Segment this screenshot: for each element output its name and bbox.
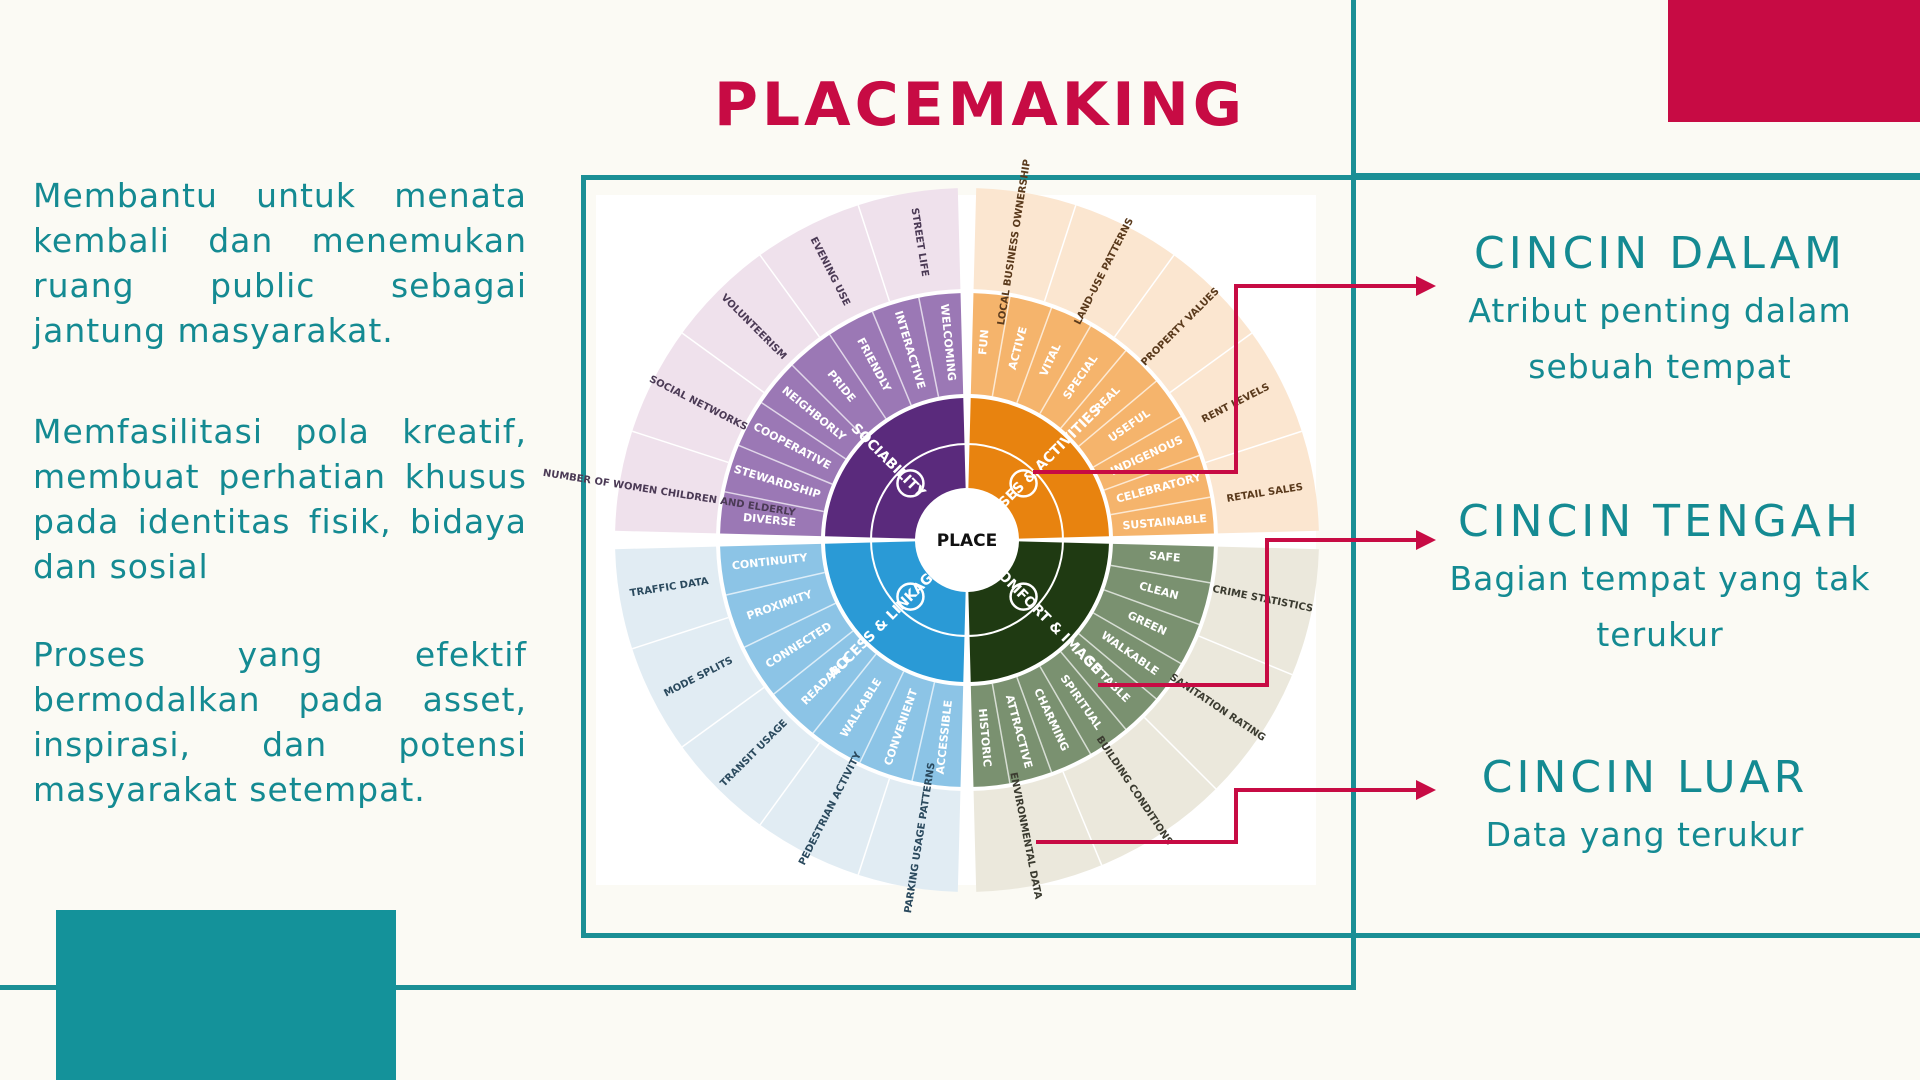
middle-ring-divider: [1078, 633, 1157, 700]
outer-ring-divider: [1113, 254, 1175, 338]
middle-ring-divider: [1110, 496, 1211, 516]
outer-ring-access-linkages: [615, 546, 961, 892]
outer-ring-divider: [681, 686, 765, 748]
middle-ring-divider: [812, 653, 877, 734]
connector-inner: [1033, 284, 1420, 474]
middle-ring-divider: [829, 334, 887, 420]
outer-ring-divider: [1043, 204, 1077, 302]
arrowhead-middle: [1416, 530, 1436, 550]
people-walking-icon: [1009, 469, 1038, 498]
accent-block-red: [1668, 0, 1920, 122]
middle-ring-divider: [911, 682, 936, 781]
middle-ring-divider: [1016, 676, 1053, 773]
connector-middle: [1098, 538, 1420, 687]
inner-ring-uses-activities: [968, 398, 1109, 539]
middle-attr-fun: FUN: [976, 329, 991, 356]
bus-icon: [896, 582, 925, 611]
outer-ring-divider: [1062, 771, 1103, 866]
outer-ring-divider: [857, 204, 891, 302]
ring-inner-heading: CINCIN DALAM: [1473, 228, 1846, 279]
ring-inner-description: Atribut penting dalam sebuah tempat: [1468, 291, 1852, 386]
arrowhead-inner: [1416, 276, 1436, 296]
outer-ring-sociability: [615, 188, 961, 534]
outer-ring-divider: [631, 430, 729, 464]
middle-attr-safe: SAFE: [1149, 549, 1181, 565]
middle-ring-divider: [1060, 651, 1127, 730]
ring-middle-heading: CINCIN TENGAH: [1457, 496, 1863, 547]
outer-ring-divider: [1205, 430, 1303, 464]
outer-ring-divider: [857, 778, 891, 876]
middle-ring-divider: [1103, 589, 1200, 626]
middle-ring-divider: [726, 571, 825, 596]
outer-ring-divider: [1198, 635, 1293, 676]
middle-ring-divider: [724, 491, 824, 513]
middle-ring-divider: [791, 364, 865, 438]
middle-attr-historic: HISTORIC: [976, 708, 994, 768]
middle-ring-divider: [1110, 564, 1211, 584]
ring-outer-description: Data yang terukur: [1485, 815, 1805, 854]
center-circle: [919, 492, 1015, 588]
outer-ring-divider: [759, 254, 821, 338]
middle-ring-uses-activities: [970, 293, 1214, 537]
outer-ring-divider: [681, 332, 765, 394]
outer-ring-uses-activities: [973, 188, 1319, 534]
middle-ring-divider: [1093, 612, 1182, 665]
inner-ring-sociability: [825, 398, 966, 539]
arrowhead-outer: [1416, 780, 1436, 800]
middle-ring-divider: [1016, 307, 1053, 404]
middle-ring-divider: [1093, 415, 1182, 468]
middle-ring-divider: [859, 671, 905, 763]
middle-ring-divider: [918, 297, 940, 397]
diagram-frame: [581, 175, 1920, 938]
middle-ring-divider: [1039, 325, 1092, 414]
ring-middle-description: Bagian tempat yang tak terukur: [1449, 559, 1871, 654]
inner-ring-access-linkages: [825, 541, 966, 682]
paragraph-2: Memfasilitasi pola kreatif, membuat perh…: [33, 412, 527, 586]
inner-ring-guide: [870, 443, 1064, 637]
frame-line-horizontal-bottom: [0, 985, 1356, 990]
outer-ring-divider: [1169, 332, 1253, 394]
middle-ring-divider: [738, 444, 833, 485]
middle-ring-divider: [761, 402, 847, 460]
middle-ring-divider: [1060, 350, 1127, 429]
accent-block-teal: [56, 910, 396, 1080]
middle-ring-divider: [991, 683, 1011, 784]
outer-ring-divider: [631, 616, 729, 650]
middle-attr-diverse: DIVERSE: [742, 511, 796, 529]
middle-ring-divider: [1078, 380, 1157, 447]
outer-ring-divider: [1143, 716, 1217, 790]
frame-line-top-vertical: [1351, 0, 1356, 990]
bench-icon: [1009, 582, 1038, 611]
middle-ring-divider: [991, 296, 1011, 397]
speech-bubble-icon: [896, 469, 925, 498]
inner-ring-comfort-image: [968, 541, 1109, 682]
middle-ring-divider: [744, 602, 836, 648]
center-label: PLACE: [937, 531, 998, 551]
middle-ring-access-linkages: [720, 543, 964, 787]
paragraph-3: Proses yang efektif bermodalkan pada ass…: [33, 635, 527, 809]
page-title: PLACEMAKING: [713, 70, 1247, 140]
middle-ring-divider: [773, 630, 854, 695]
middle-ring-divider: [871, 311, 912, 406]
ring-outer-heading: CINCIN LUAR: [1481, 752, 1809, 803]
middle-ring-divider: [1039, 666, 1092, 755]
outer-ring-divider: [759, 742, 821, 826]
connector-outer: [1036, 788, 1420, 844]
paragraph-1: Membantu untuk menata kembali dan menemu…: [33, 176, 527, 350]
middle-ring-comfort-image: [970, 543, 1214, 787]
